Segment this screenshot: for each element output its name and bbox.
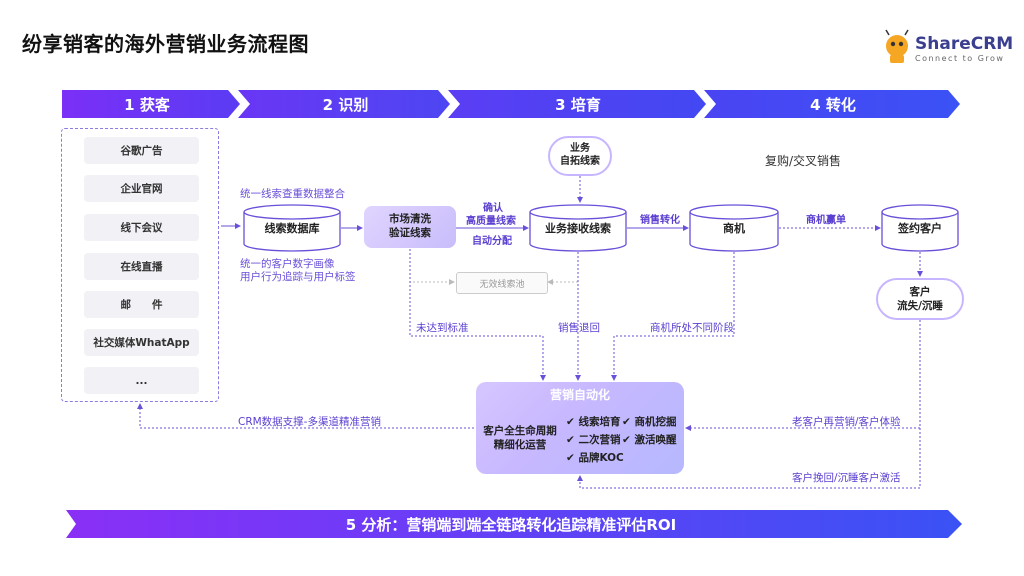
churn-label: 客户 流失/沉睡 [876, 285, 964, 313]
cleanse-box [364, 206, 456, 248]
stage-1-label: 1 获客 [124, 95, 170, 114]
cleanse-label-line2: 验证线索 [389, 227, 431, 239]
business-receive-label: 业务接收线索 [545, 222, 611, 235]
churn-label-line2: 流失/沉睡 [897, 300, 943, 312]
automation-item-remarketing: ✔ 二次营销 [566, 434, 621, 446]
source-email: 邮 件 [84, 291, 199, 318]
note-portrait-1: 统一的客户数字画像 [240, 258, 335, 270]
marketing-automation-title: 营销自动化 [549, 388, 610, 402]
label-auto-assign: 自动分配 [472, 236, 512, 247]
stage-3-label: 3 培育 [555, 95, 601, 114]
label-not-qualified: 未达到标准 [416, 322, 469, 334]
churn-pill [876, 278, 964, 320]
opportunity-label: 商机 [723, 222, 745, 235]
business-self-lead-label: 业务 自拓线索 [548, 142, 612, 168]
business-self-lead-pill [548, 136, 612, 176]
logo-name: ShareCRM [915, 34, 1014, 54]
automation-lifecycle-line2: 精细化运营 [493, 439, 547, 451]
label-winback: 客户挽回/沉睡客户激活 [792, 472, 901, 484]
cleanse-label: 市场清洗 验证线索 [364, 212, 456, 240]
source-more: ... [84, 367, 199, 394]
label-sales-return: 销售退回 [558, 322, 600, 334]
source-offline-meeting: 线下会议 [84, 214, 199, 241]
automation-lifecycle-line1: 客户全生命周期 [483, 425, 557, 437]
note-dedupe: 统一线索查重数据整合 [240, 188, 345, 200]
automation-item-brand-koc: ✔ 品牌KOC [566, 452, 624, 464]
source-google-ads: 谷歌广告 [84, 137, 199, 164]
stage-2-label: 2 识别 [322, 95, 369, 114]
automation-item-lead-nurture: ✔ 线索培育 [566, 416, 621, 428]
label-repurchase: 复购/交叉销售 [765, 154, 842, 168]
churn-label-line1: 客户 [909, 286, 931, 298]
analysis-bar-label: 5 分析：营销端到端全链路转化追踪精准评估ROI [345, 515, 677, 534]
label-old-customer: 老客户再营销/客户体验 [792, 416, 901, 428]
business-self-lead-line2: 自拓线索 [560, 156, 600, 167]
cleanse-label-line1: 市场清洗 [389, 213, 431, 225]
source-live-stream: 在线直播 [84, 253, 199, 280]
source-channels-box [61, 128, 219, 402]
signed-customer-label: 签约客户 [898, 222, 942, 235]
invalid-lead-pool: 无效线索池 [456, 272, 548, 294]
label-confirm: 确认 [483, 203, 503, 214]
logo-tagline: Connect to Grow [915, 54, 1005, 63]
automation-item-opportunity-mining: ✔ 商机挖掘 [622, 416, 677, 428]
note-portrait-2: 用户行为追踪与用户标签 [240, 271, 356, 283]
stage-4-label: 4 转化 [810, 95, 856, 114]
lead-database-label: 线索数据库 [264, 222, 320, 235]
automation-lifecycle: 客户全生命周期 精细化运营 [480, 424, 560, 452]
label-quality-lead: 高质量线索 [466, 216, 516, 227]
label-opportunity-won: 商机赢单 [806, 215, 846, 226]
label-crm-support: CRM数据支撑-多渠道精准营销 [238, 416, 381, 428]
source-social-whatsapp: 社交媒体WhatApp [84, 329, 199, 356]
automation-item-reactivation: ✔ 激活唤醒 [622, 434, 677, 446]
marketing-automation-box [476, 382, 684, 474]
label-opportunity-stage: 商机所处不同阶段 [650, 322, 734, 334]
source-website: 企业官网 [84, 175, 199, 202]
business-self-lead-line1: 业务 [570, 143, 590, 154]
label-sales-convert: 销售转化 [640, 215, 680, 226]
page-title: 纷享销客的海外营销业务流程图 [22, 32, 309, 56]
